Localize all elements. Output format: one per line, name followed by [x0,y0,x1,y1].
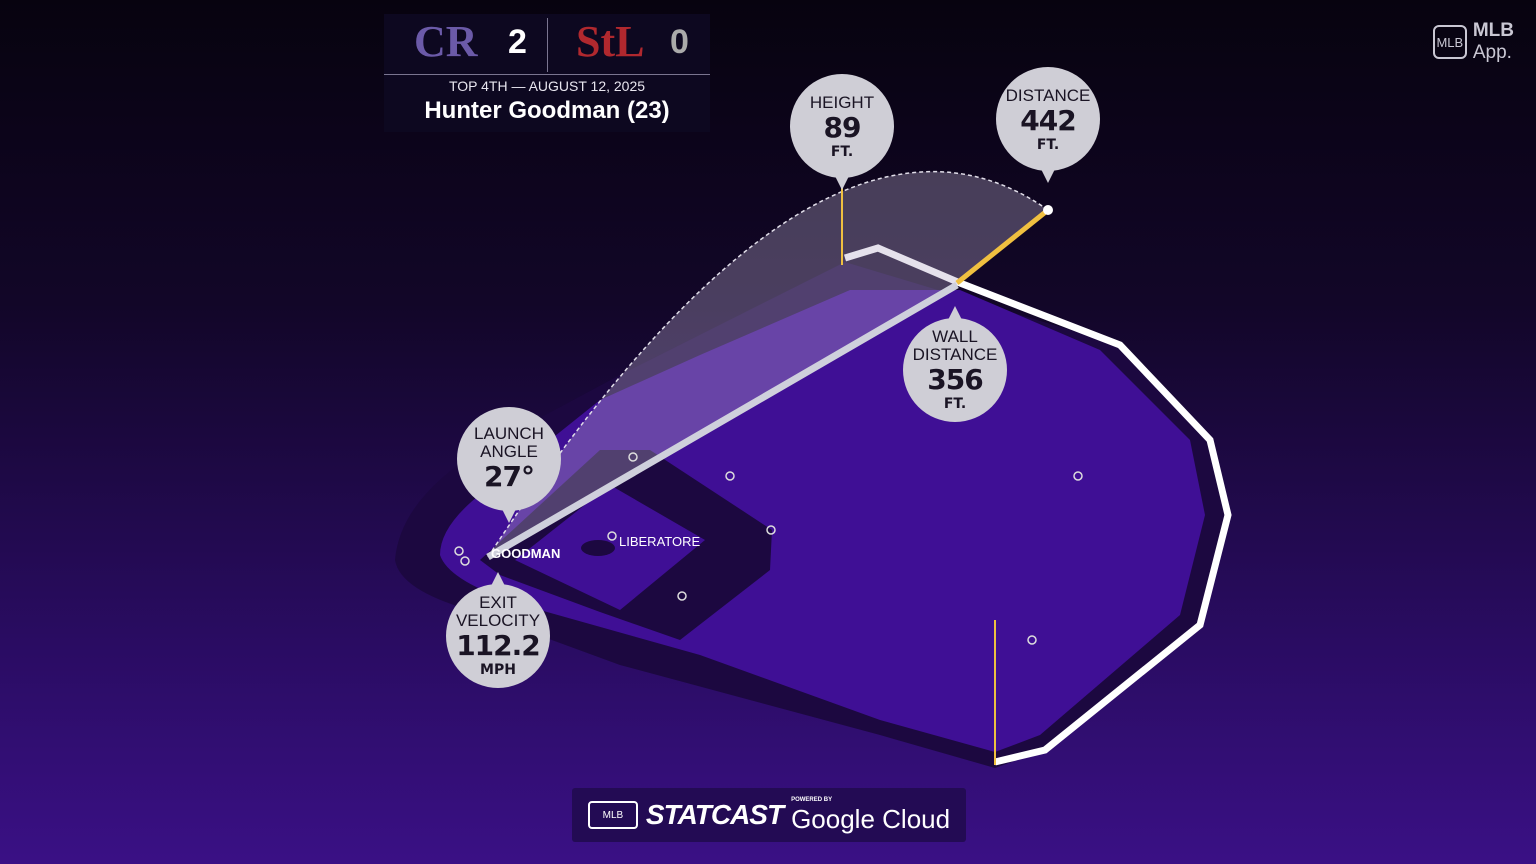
watermark-text: MLB [1472,20,1514,41]
height-callout: HEIGHT 89 FT. [790,74,894,190]
trajectory-arc [487,170,1049,558]
callout-label: WALL [932,327,978,346]
cardinals-logo: StL [576,17,645,66]
ground-track [486,281,959,561]
callout-value: 89 [823,111,862,144]
callout-label: EXIT [479,593,517,612]
pitcher-label: LIBERATORE [619,534,701,549]
callout-unit: MPH [480,662,516,678]
watermark-text-2: App. [1472,42,1512,63]
statcast-logo: STATCAST [645,799,784,830]
google-cloud-group: POWERED BY Google Cloud [791,796,950,834]
scoreboard: CR 2 StL 0 TOP 4TH — AUGUST 12, 2025 Hun… [384,14,710,132]
statcast-footer: MLB STATCAST POWERED BY Google Cloud [572,788,966,842]
distance-callout: DISTANCE 442 FT. [996,67,1100,183]
beyond-wall-track [955,208,1050,285]
rockies-logo: CR [414,17,478,66]
powered-by: POWERED BY [791,797,833,803]
callout-label: LAUNCH [474,424,544,443]
callout-label-2: DISTANCE [912,345,998,364]
callout-value: 442 [1020,104,1076,137]
batter-name: Hunter Goodman (23) [424,97,670,124]
ball-landing [1043,205,1053,215]
callout-unit: FT. [1036,137,1060,153]
launch-angle-callout: LAUNCH ANGLE 27° [457,407,561,523]
mlb-logo-icon: MLB [587,801,638,829]
google-cloud-logo: Google Cloud [791,804,951,834]
callout-unit: FT. [830,144,854,160]
callout-unit: FT. [943,396,967,412]
outfield-wall [843,244,1232,766]
callout-value: 356 [927,363,983,396]
callout-label: DISTANCE [1005,86,1091,105]
callout-label: HEIGHT [809,93,875,112]
score-divider [547,18,548,72]
away-score: 2 [508,23,527,61]
callout-label-2: VELOCITY [455,611,541,630]
inning-date: TOP 4TH — AUGUST 12, 2025 [448,78,646,94]
trajectory-fill [488,171,1048,557]
pitchers-mound [581,540,615,556]
callout-value: 27° [484,460,535,493]
callout-label-2: ANGLE [480,442,538,461]
callout-value: 112.2 [456,629,541,662]
batter-label: GOODMAN [491,546,561,561]
mlb-logo-icon: MLB [1432,25,1467,59]
exit-velocity-callout: EXIT VELOCITY 112.2 MPH [446,572,550,688]
home-score: 0 [670,23,689,61]
wall-distance-callout: WALL DISTANCE 356 FT. [903,306,1007,422]
fielder-markers [454,452,1083,645]
outfield-grass [440,290,1205,752]
